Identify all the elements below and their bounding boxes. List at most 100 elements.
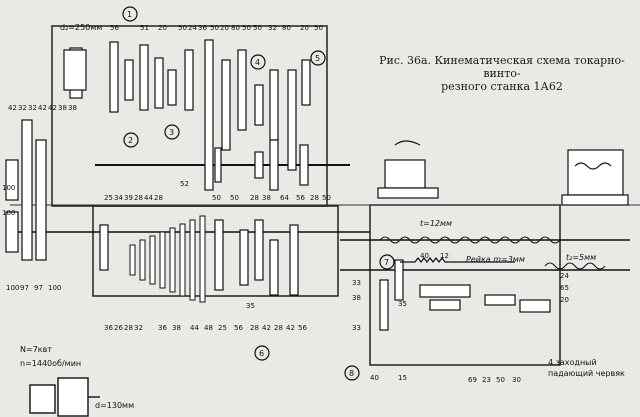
tailstock — [561, 149, 629, 206]
tg-13: 20 — [300, 24, 309, 32]
left-gear-labels: 100 100 100 97 97 100 — [2, 184, 61, 292]
motor — [29, 377, 100, 417]
mid-gear-labels-a: 42 32 32 42 42 38 38 — [8, 104, 77, 112]
bg-0: 36 — [104, 324, 113, 332]
circle-4: 4 — [255, 58, 260, 67]
apron-gears — [379, 259, 551, 331]
mga-4: 42 — [48, 104, 57, 112]
pulley-diam: d=130мм — [95, 401, 134, 410]
bg-1: 26 — [114, 324, 123, 332]
circle-2: 2 — [128, 136, 133, 145]
bg-11: 42 — [262, 324, 271, 332]
circle-3: 3 — [169, 128, 174, 137]
lg-5: 100 — [48, 284, 61, 292]
mga-6: 38 — [68, 104, 77, 112]
change-gears — [5, 119, 47, 261]
circle-1: 1 — [127, 10, 132, 19]
lg-3: 97 — [20, 284, 29, 292]
rg-7: 38 — [352, 294, 361, 302]
spindle-gears — [214, 139, 309, 191]
bg-4: 36 — [158, 324, 167, 332]
lg-0: 100 — [2, 184, 15, 192]
spindle-diam: d₂=250мм — [60, 23, 102, 32]
tg-10: 50 — [253, 24, 262, 32]
rg-2: 24 — [560, 272, 569, 280]
rack-module: Рейка m=3мм — [466, 255, 525, 264]
norton-cone — [129, 215, 206, 303]
mgb-8: 28 — [250, 194, 259, 202]
rg-10: 15 — [398, 374, 407, 382]
tg-4: 24 — [188, 24, 197, 32]
tg-1: 51 — [140, 24, 149, 32]
bg-3: 32 — [134, 324, 143, 332]
right-gear-labels: 40 12 24 65 20 35 33 38 33 40 15 69 23 5… — [352, 252, 569, 384]
mgb-11: 56 — [296, 194, 305, 202]
rack-pitch: t=12мм — [420, 219, 452, 228]
mga-1: 32 — [18, 104, 27, 112]
circle-8: 8 — [349, 369, 354, 378]
bg-9: 56 — [234, 324, 243, 332]
worm-note-1: 4 заходный — [548, 358, 597, 367]
mga-0: 42 — [8, 104, 17, 112]
bg-14: 56 — [298, 324, 307, 332]
bg-6: 44 — [190, 324, 199, 332]
bg-5: 38 — [172, 324, 181, 332]
lg-4: 97 — [34, 284, 43, 292]
mgb-0: 25 — [104, 194, 113, 202]
mga-2: 32 — [28, 104, 37, 112]
circle-5: 5 — [315, 54, 320, 63]
figure-caption: Рис. 36а. Кинематическая схема токарно-в… — [368, 54, 636, 93]
bg-13: 42 — [286, 324, 295, 332]
mga-5: 38 — [58, 104, 67, 112]
top-gear-labels: 56 51 20 50 24 36 50 20 80 50 50 32 80 2… — [110, 24, 323, 32]
lead-screw-pitch: t₂=5мм — [566, 253, 596, 262]
bg-12: 28 — [274, 324, 283, 332]
mga-3: 42 — [38, 104, 47, 112]
rg-1: 12 — [440, 252, 449, 260]
mgb-5: 28 — [154, 194, 163, 202]
rg-5: 35 — [398, 300, 407, 308]
rg-4: 20 — [560, 296, 569, 304]
mgb-9: 38 — [262, 194, 271, 202]
tg-14: 50 — [314, 24, 323, 32]
rg-0: 40 — [420, 252, 429, 260]
circle-markers — [122, 6, 395, 381]
bg-10: 28 — [250, 324, 259, 332]
mid-gear-labels-b: 25 34 39 28 44 28 50 50 28 38 64 56 28 5… — [104, 194, 331, 202]
motor-power: N=7квт — [20, 345, 52, 354]
feed-shaft-thread — [544, 262, 606, 270]
caption-line-1: Рис. 36а. Кинематическая схема токарно-в… — [379, 54, 625, 80]
mgb-13: 50 — [322, 194, 331, 202]
mgb-2: 39 — [124, 194, 133, 202]
bg-8: 25 — [218, 324, 227, 332]
mgb-10: 64 — [280, 194, 289, 202]
caption-line-2: резного станка 1А62 — [441, 80, 563, 93]
tg-7: 20 — [220, 24, 229, 32]
gearbox-gears — [99, 219, 299, 296]
tg-9: 50 — [242, 24, 251, 32]
rg-11: 69 — [468, 376, 477, 384]
tg-3: 50 — [178, 24, 187, 32]
mgb-12: 28 — [310, 194, 319, 202]
rg-14: 30 — [512, 376, 521, 384]
tg-0: 56 — [110, 24, 119, 32]
lead-screw-thread — [379, 236, 561, 244]
tg-5: 36 — [198, 24, 207, 32]
tg-6: 50 — [210, 24, 219, 32]
tg-8: 80 — [231, 24, 240, 32]
mgb-6: 50 — [212, 194, 221, 202]
bottom-gear-35: 35 — [246, 302, 255, 310]
worm-note-2: падающий червяк — [548, 369, 625, 378]
lg-1: 100 — [2, 209, 15, 217]
rg-8: 33 — [352, 324, 361, 332]
chuck — [63, 49, 87, 91]
tg-2: 20 — [158, 24, 167, 32]
tg-11: 32 — [268, 24, 277, 32]
gearbox-frame — [92, 205, 339, 297]
rg-6: 33 — [352, 279, 361, 287]
tool-post — [377, 140, 439, 199]
bg-7: 48 — [204, 324, 213, 332]
lg-2: 100 — [6, 284, 19, 292]
mgb-1: 34 — [114, 194, 123, 202]
